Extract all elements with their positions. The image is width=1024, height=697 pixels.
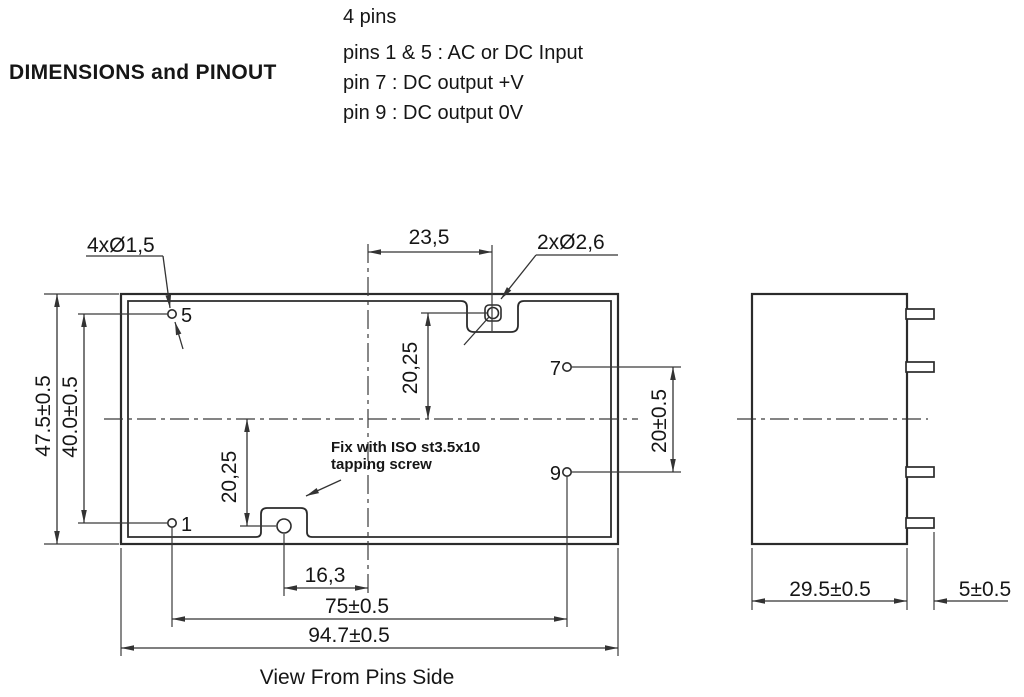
pinout-line-output-plus: pin 7 : DC output +V (343, 72, 524, 94)
dimension-labels: 23,5 4xØ1,5 2xØ2,6 47.5±0.5 40.0±0.5 20,… (32, 226, 1011, 647)
dim-label-overall-height: 47.5±0.5 (32, 375, 55, 457)
header: DIMENSIONS and PINOUT 4 pins pins 1 & 5 … (9, 6, 584, 124)
pin-1-hole (167, 517, 178, 528)
view-caption: View From Pins Side (260, 666, 455, 689)
dim-label-pin-span-horizontal: 75±0.5 (325, 595, 389, 618)
pin-label-1: 1 (181, 514, 192, 536)
pin-5-hole (167, 308, 178, 319)
pin-number-labels: 5 1 7 9 (181, 305, 561, 536)
centerlines (104, 244, 928, 594)
dim-label-input-pin-span: 40.0±0.5 (59, 376, 82, 458)
leader-pin-hole-upper (162, 255, 172, 309)
screw-hole-bottom (276, 518, 292, 534)
annotations: Fix with ISO st3.5x10 tapping screw View… (260, 439, 481, 689)
pin-7-hole (561, 361, 572, 372)
pin-label-9: 9 (550, 463, 561, 485)
dim-label-pin-length: 5±0.5 (959, 578, 1011, 601)
pin-9-hole (561, 466, 572, 477)
pinout-line-output-0v: pin 9 : DC output 0V (343, 102, 524, 124)
leader-mounting-hole-tail (463, 316, 490, 346)
module-inner-outline (127, 300, 612, 538)
page-title: DIMENSIONS and PINOUT (9, 61, 277, 84)
dimension-lines (54, 249, 1008, 651)
side-body-outline (750, 292, 909, 546)
side-pin-1 (905, 517, 935, 529)
side-pin-5 (905, 308, 935, 320)
dim-label-screw-to-center-vertical: 20,25 (218, 451, 241, 504)
dim-label-overall-width: 94.7±0.5 (308, 624, 390, 647)
dim-label-mounting-hole-diameter: 2xØ2,6 (537, 231, 605, 254)
leader-mounting-hole (500, 254, 537, 300)
side-pin-9 (905, 466, 935, 478)
dim-label-pin-hole-diameter: 4xØ1,5 (87, 234, 155, 257)
pinout-line-input: pins 1 & 5 : AC or DC Input (343, 42, 584, 64)
tapping-screw-note-line1: Fix with ISO st3.5x10 (331, 439, 480, 456)
leader-lines (86, 254, 618, 497)
side-pin-7 (905, 361, 935, 373)
extension-lines (44, 245, 935, 656)
leader-pin-hole-lower (174, 321, 184, 350)
side-view (750, 292, 935, 546)
pin-label-7: 7 (550, 358, 561, 380)
dim-label-hole-offset: 23,5 (409, 226, 450, 249)
dim-label-hole-to-center: 20,25 (399, 342, 422, 395)
dim-label-body-depth: 29.5±0.5 (789, 578, 871, 601)
pin-count-label: 4 pins (343, 6, 396, 28)
leader-tapping-screw-note (305, 479, 342, 497)
dim-label-output-pin-span: 20±0.5 (648, 389, 671, 453)
tapping-screw-note-line2: tapping screw (331, 456, 432, 473)
mounting-hole-top (486, 306, 500, 320)
pin-label-5: 5 (181, 305, 192, 327)
dim-label-screw-offset: 16,3 (305, 564, 346, 587)
